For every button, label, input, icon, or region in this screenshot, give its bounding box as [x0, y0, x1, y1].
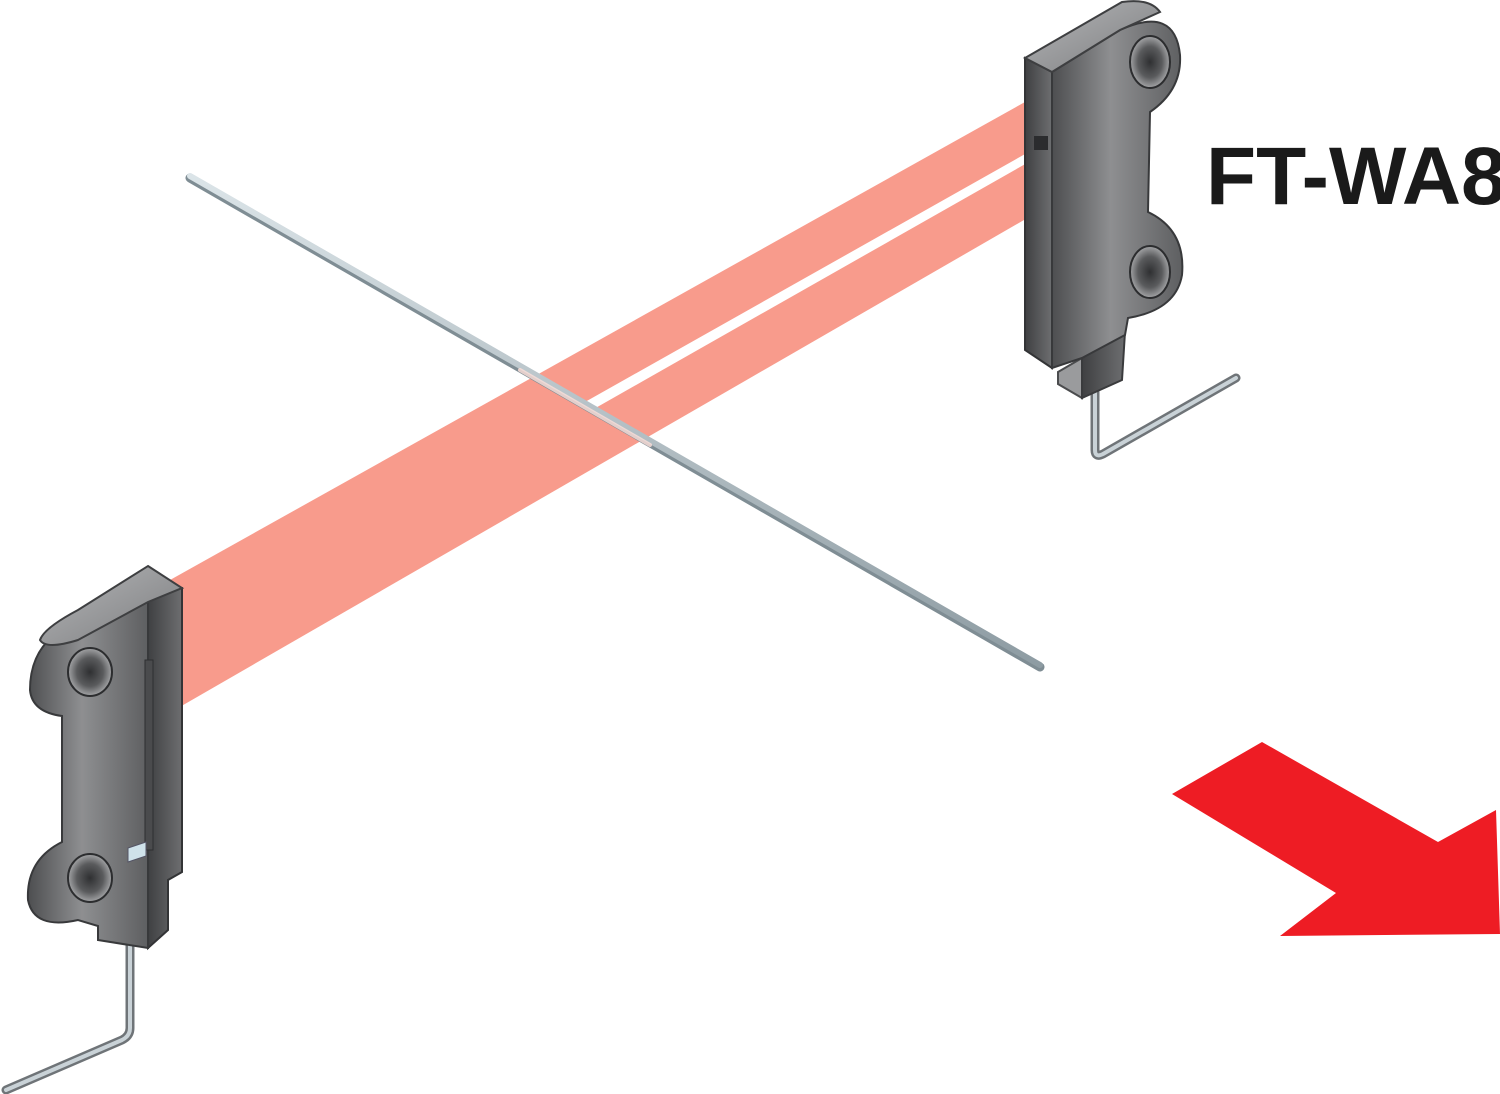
- movement-arrow: [1172, 742, 1500, 936]
- receiver-side-face: [1024, 56, 1053, 370]
- wire-beam-highlight: [518, 368, 652, 447]
- emitter-face-slot: [144, 659, 154, 851]
- emitter-mount-hole-top: [67, 647, 113, 697]
- receiver-mount-hole-bottom: [1129, 245, 1171, 299]
- emitter-fiber-cable: [1, 940, 135, 1094]
- receiver-aperture: [1034, 136, 1048, 150]
- receiver-top-face: [1022, 0, 1162, 74]
- beam-slit: [585, 140, 1050, 410]
- model-label: FT-WA8: [1206, 131, 1500, 222]
- emitter-fiber-cable-highlight: [4, 943, 132, 1092]
- wire-rod: [187, 173, 1043, 668]
- emitter-window: [127, 841, 147, 863]
- thin-wire-object: [185, 173, 1045, 672]
- receiver-fiber-cable-highlight: [1093, 376, 1238, 458]
- emitter-mount-hole-bottom: [67, 853, 113, 903]
- emitter-top-face: [38, 564, 185, 646]
- sensor-head-receiver: [1022, 0, 1241, 460]
- sensor-head-emitter: [1, 564, 185, 1094]
- emitter-front-face: [26, 580, 149, 950]
- light-beam: [170, 84, 1052, 708]
- receiver-mount-hole-top: [1129, 35, 1171, 89]
